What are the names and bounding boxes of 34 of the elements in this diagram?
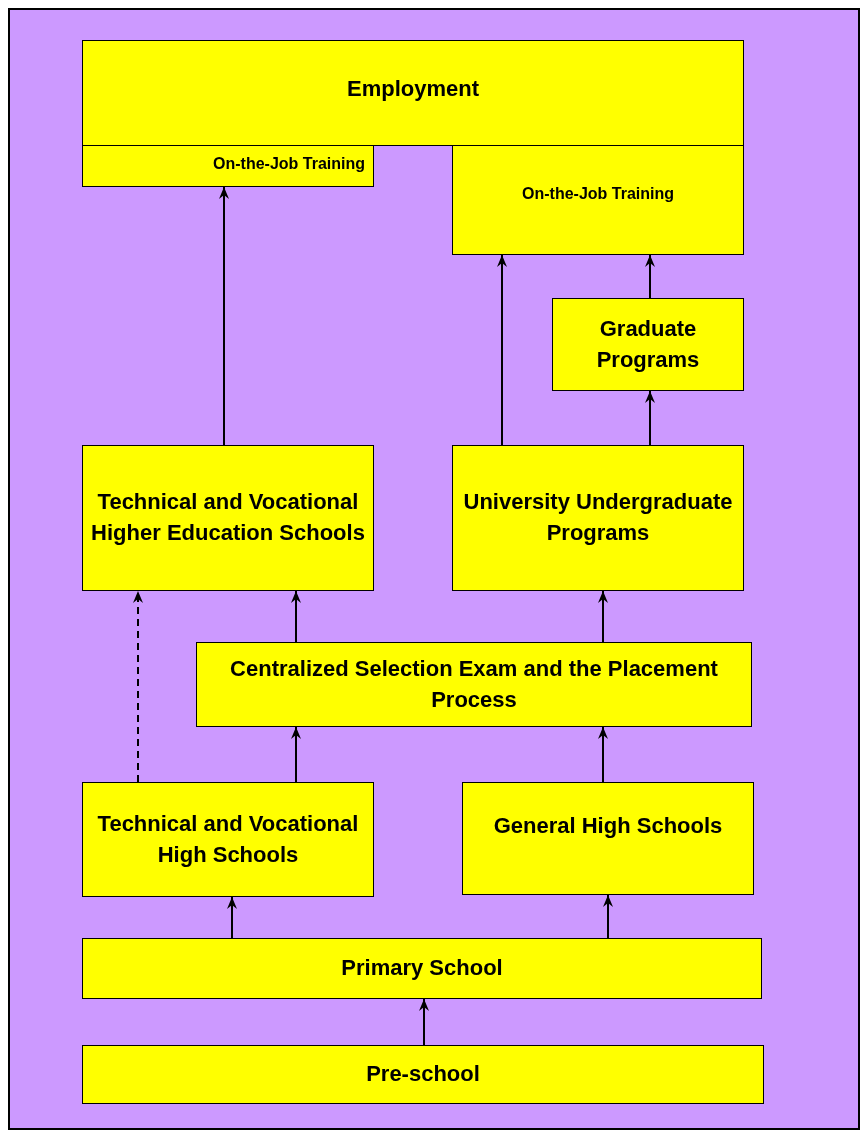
process-box bbox=[82, 445, 374, 591]
arrow bbox=[219, 186, 229, 446]
arrow bbox=[227, 896, 237, 939]
box-label: Technical and Vocational Higher Education Schools bbox=[91, 488, 365, 547]
arrow bbox=[645, 254, 655, 299]
box-label: Centralized Selection Exam and the Placement Process bbox=[229, 654, 719, 714]
process-box bbox=[82, 1045, 764, 1104]
box-label: Employment bbox=[347, 74, 479, 103]
box-label: University Undergraduate Programs bbox=[462, 488, 734, 547]
box-label: Primary School bbox=[341, 954, 503, 983]
process-box bbox=[82, 145, 374, 187]
box-label: Technical and Vocational High Schools bbox=[96, 809, 360, 869]
box-label: On-the-Job Training bbox=[522, 183, 674, 204]
process-box bbox=[82, 938, 762, 999]
process-box bbox=[82, 40, 744, 146]
box-label: On-the-Job Training bbox=[213, 153, 365, 174]
process-box bbox=[552, 298, 744, 391]
arrow bbox=[598, 590, 608, 643]
box-label: General High Schools bbox=[493, 812, 723, 841]
arrow bbox=[291, 726, 301, 783]
arrow bbox=[603, 894, 613, 939]
process-box bbox=[196, 642, 752, 727]
arrow bbox=[419, 998, 429, 1046]
process-box bbox=[452, 145, 744, 255]
process-box bbox=[82, 782, 374, 897]
process-box bbox=[452, 445, 744, 591]
arrow bbox=[133, 590, 143, 783]
arrow bbox=[645, 390, 655, 446]
box-label: Pre-school bbox=[366, 1060, 480, 1089]
arrow bbox=[291, 590, 301, 643]
box-label: Graduate Programs bbox=[595, 314, 701, 374]
arrow bbox=[598, 726, 608, 783]
process-box bbox=[462, 782, 754, 895]
arrow bbox=[497, 254, 507, 446]
